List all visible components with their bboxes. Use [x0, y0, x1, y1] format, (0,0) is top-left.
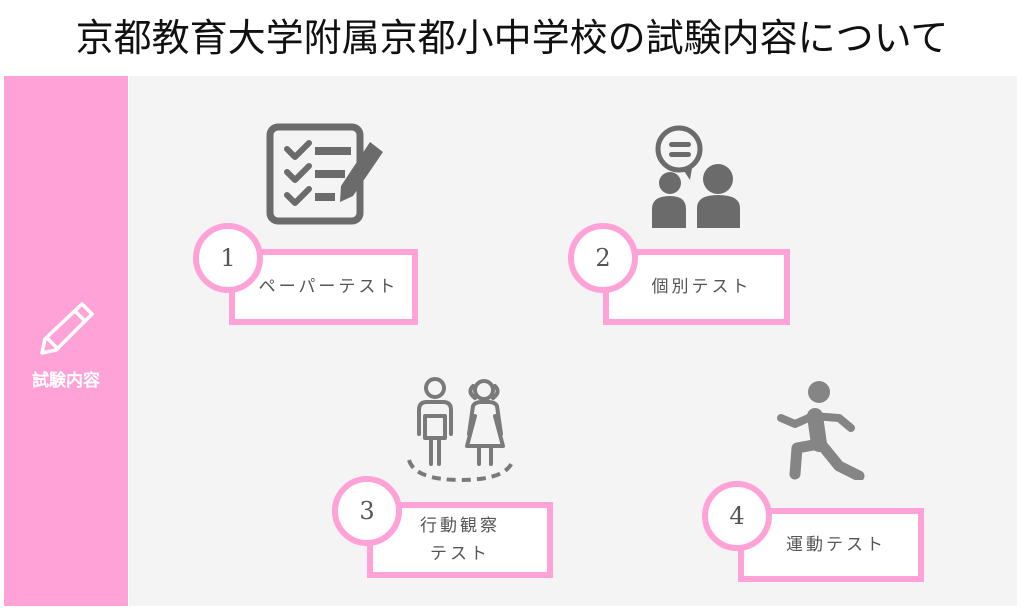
item-1-number: 1 — [193, 223, 263, 293]
item-2-number: 2 — [568, 223, 638, 293]
item-2-box: 個別テスト — [603, 249, 790, 325]
sidebar-label: 試験内容 — [32, 371, 100, 391]
item-4-label: 運動テスト — [786, 535, 886, 555]
pencil-icon — [40, 302, 94, 355]
conversation-people-icon — [652, 125, 740, 228]
item-3-label-line1: 行動観察 — [420, 516, 500, 536]
sidebar: 試験内容 — [4, 76, 128, 606]
item-1-label: ペーパーテスト — [258, 277, 399, 297]
children-group-icon — [407, 377, 515, 483]
checklist-pencil-icon — [266, 123, 383, 225]
item-3-number: 3 — [332, 476, 402, 546]
item-2-label: 個別テスト — [651, 277, 752, 297]
item-4-number: 4 — [702, 481, 772, 551]
item-3-label-line2: テスト — [430, 544, 490, 564]
page-title: 京都教育大学附属京都小中学校の試験内容について — [75, 16, 949, 60]
running-person-icon — [777, 381, 865, 480]
